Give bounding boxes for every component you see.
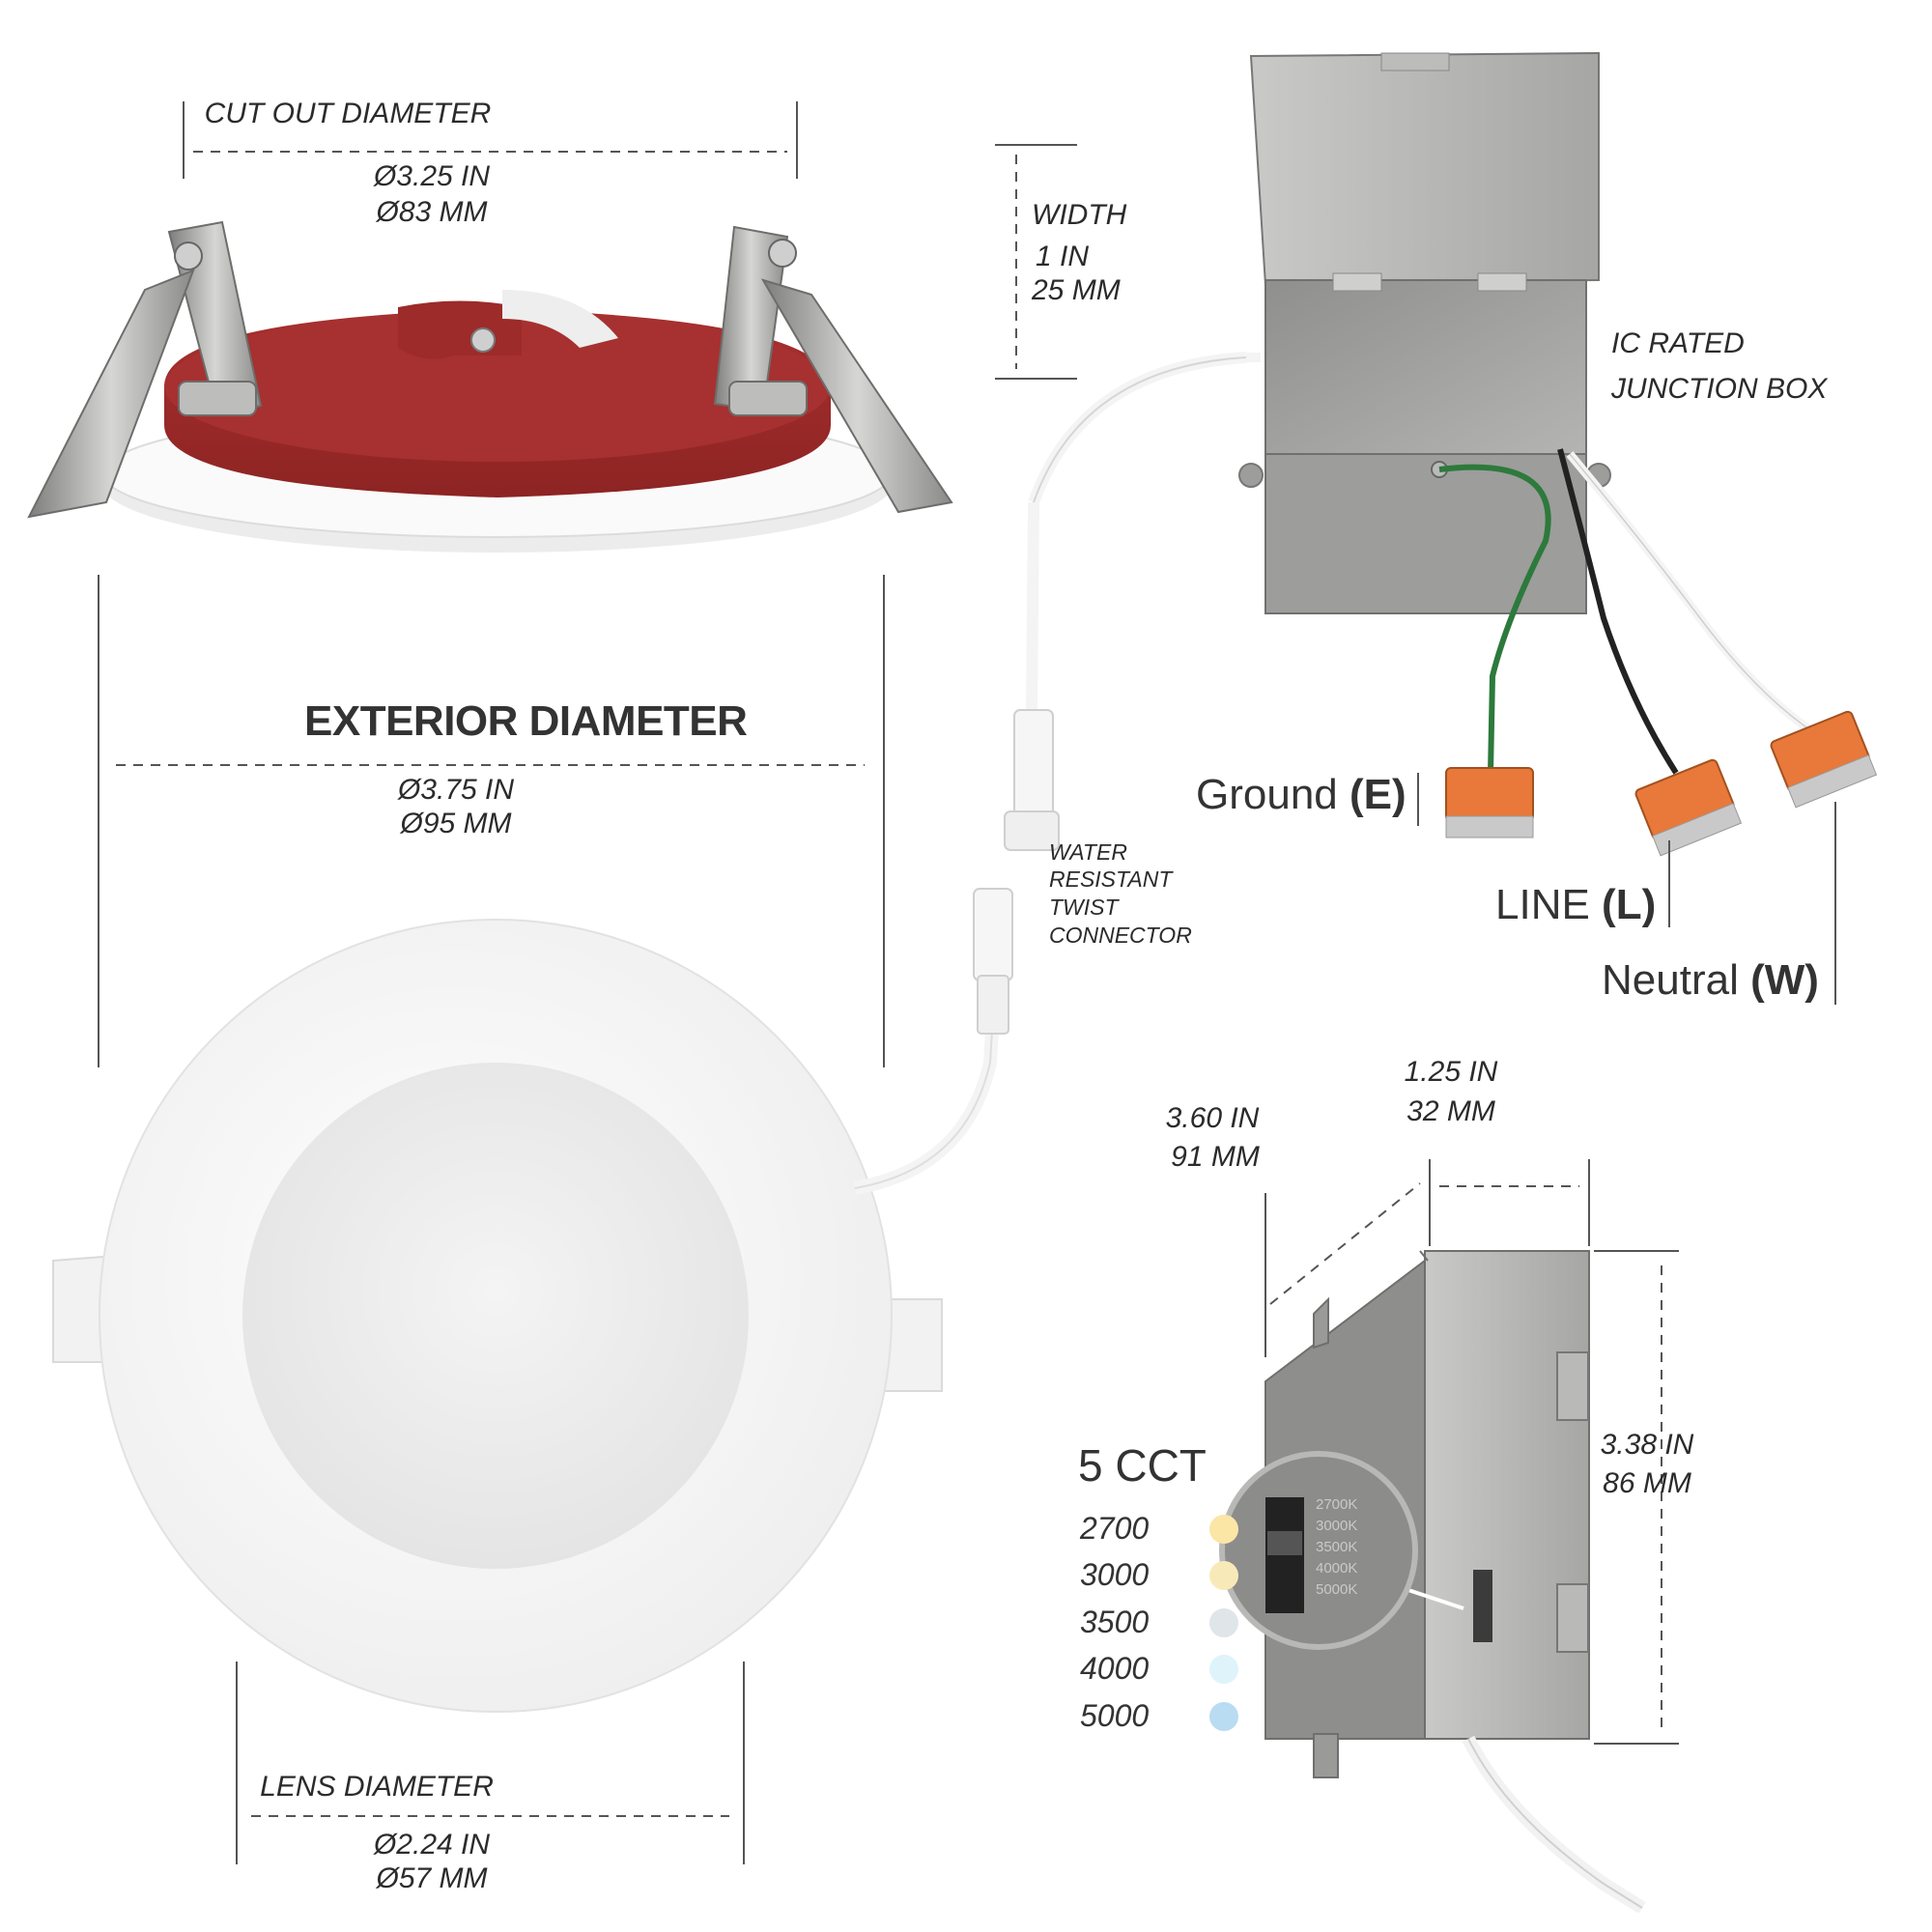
- cct-swatch: [1209, 1701, 1238, 1731]
- cct-option-3000: 3000: [1080, 1557, 1238, 1593]
- lens-title: LENS DIAMETER: [260, 1771, 494, 1803]
- wire-label-ticks: [1417, 773, 1836, 1005]
- box-height-in: 3.38 IN: [1600, 1429, 1694, 1461]
- cct-value: 2700: [1080, 1511, 1150, 1546]
- box-length-in: 3.60 IN: [1165, 1102, 1260, 1134]
- svg-text:3500K: 3500K: [1316, 1539, 1357, 1555]
- cct-value: 3500: [1080, 1605, 1150, 1639]
- box-height-mm: 86 MM: [1603, 1467, 1691, 1499]
- exterior-mm: Ø95 MM: [400, 808, 512, 839]
- connector-label-1: WATER: [1049, 839, 1127, 865]
- exterior-dimension: [98, 575, 885, 1067]
- width-mm: 25 MM: [1032, 274, 1121, 306]
- junction-box-closed: 2700K 3000K 3500K 4000K 5000K: [1219, 1250, 1646, 1914]
- connector-label-4: CONNECTOR: [1049, 923, 1192, 948]
- box-depth-mm: 32 MM: [1406, 1095, 1495, 1127]
- cct-swatch: [1209, 1607, 1238, 1637]
- cct-value: 5000: [1080, 1698, 1150, 1733]
- width-in: 1 IN: [1036, 241, 1090, 272]
- line-lever-connector: [1634, 758, 1743, 857]
- cutout-mm: Ø83 MM: [376, 196, 488, 228]
- downlight-front-view: [52, 888, 1013, 1713]
- ground-code: (E): [1349, 771, 1406, 818]
- cct-swatch: [1209, 1654, 1238, 1684]
- box-depth-in: 1.25 IN: [1404, 1056, 1498, 1088]
- lens-in: Ø2.24 IN: [373, 1829, 491, 1861]
- neutral-code: (W): [1750, 956, 1819, 1004]
- cct-value: 3000: [1080, 1557, 1150, 1592]
- exterior-in: Ø3.75 IN: [397, 774, 515, 806]
- downlight-side-view: [27, 220, 953, 553]
- cct-value: 4000: [1080, 1651, 1150, 1686]
- ground-lever-connector: [1445, 767, 1534, 838]
- cct-option-5000: 5000: [1080, 1698, 1238, 1734]
- twist-connector: [1004, 352, 1247, 851]
- width-dimension: [995, 144, 1077, 380]
- line-code: (L): [1602, 881, 1657, 928]
- line-name: LINE: [1495, 881, 1603, 928]
- ground-label: Ground (E): [1196, 771, 1406, 819]
- svg-text:4000K: 4000K: [1316, 1560, 1357, 1577]
- exterior-title: EXTERIOR DIAMETER: [304, 697, 748, 745]
- neutral-lever-connector: [1770, 710, 1878, 809]
- ground-name: Ground: [1196, 771, 1350, 818]
- neutral-label: Neutral (W): [1602, 956, 1819, 1005]
- lens-dimension: [236, 1662, 745, 1864]
- junction-box-open: [1238, 51, 1878, 857]
- cct-swatch: [1209, 1514, 1238, 1544]
- cct-option-2700: 2700: [1080, 1511, 1238, 1547]
- neutral-name: Neutral: [1602, 956, 1751, 1004]
- svg-text:5000K: 5000K: [1316, 1581, 1357, 1598]
- cct-swatch: [1209, 1560, 1238, 1590]
- cutout-title: CUT OUT DIAMETER: [204, 98, 492, 129]
- jbox-label-line2: JUNCTION BOX: [1611, 373, 1828, 405]
- cct-option-4000: 4000: [1080, 1651, 1238, 1687]
- connector-label-3: TWIST: [1049, 895, 1119, 920]
- cct-option-3500: 3500: [1080, 1605, 1238, 1640]
- connector-label-2: RESISTANT: [1049, 867, 1173, 892]
- box-length-mm: 91 MM: [1171, 1141, 1260, 1173]
- svg-text:3000K: 3000K: [1316, 1518, 1357, 1534]
- lens-mm: Ø57 MM: [376, 1862, 488, 1894]
- cutout-in: Ø3.25 IN: [373, 160, 491, 192]
- jbox-label-line1: IC RATED: [1611, 327, 1745, 359]
- line-label: LINE (L): [1495, 881, 1656, 929]
- cutout-dimension: [183, 101, 798, 179]
- width-title: WIDTH: [1032, 199, 1127, 231]
- box-dimensions: [1264, 1159, 1679, 1745]
- cct-title: 5 CCT: [1078, 1440, 1207, 1491]
- svg-text:2700K: 2700K: [1316, 1496, 1357, 1513]
